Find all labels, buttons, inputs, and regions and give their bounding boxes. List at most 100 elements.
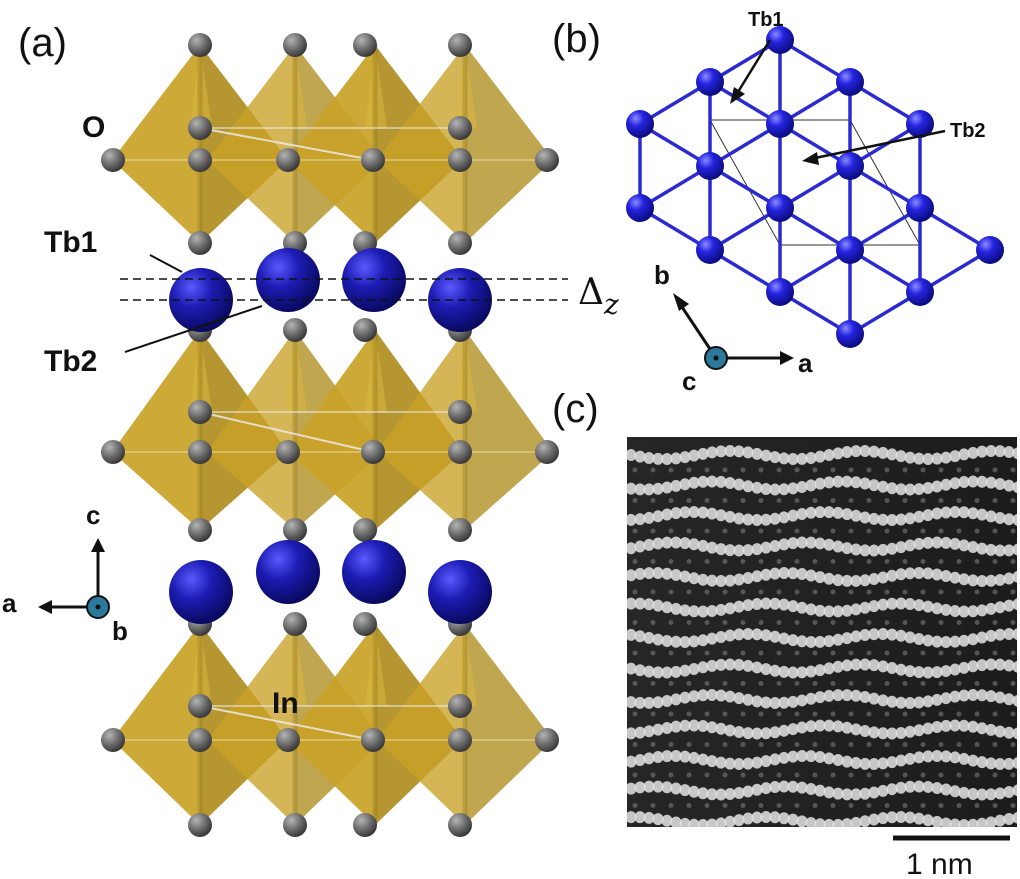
atom-column <box>670 479 682 492</box>
atom-column <box>778 751 790 764</box>
faint-column <box>848 772 854 778</box>
oxygen-atom <box>448 518 472 542</box>
atom-column <box>733 512 745 525</box>
faint-column <box>884 467 890 473</box>
octahedron-face <box>207 330 295 530</box>
faint-column <box>722 620 728 625</box>
atom-column <box>715 475 727 488</box>
atom-column <box>796 694 808 707</box>
atom-column <box>895 541 907 554</box>
atom-column <box>724 445 736 457</box>
faint-column <box>704 650 710 656</box>
atom-column <box>778 632 790 645</box>
octahedron-face <box>365 624 387 706</box>
atom-column <box>1012 694 1017 707</box>
faint-column <box>794 620 800 625</box>
atom-column <box>627 727 637 740</box>
atom-column <box>976 788 988 801</box>
faint-column <box>740 772 746 778</box>
atom-column <box>652 537 664 550</box>
atom-column <box>724 724 736 737</box>
a-axis-arrowhead-b <box>780 351 794 365</box>
atom-column <box>787 750 799 763</box>
oxygen-atom <box>283 318 307 342</box>
axes-indicator-a: c a b <box>2 500 128 646</box>
atom-column <box>931 815 943 827</box>
faint-column <box>866 650 872 656</box>
atom-column <box>643 511 655 524</box>
atom-column <box>796 568 808 581</box>
faint-column <box>669 834 674 839</box>
atom-column <box>805 635 817 648</box>
atom-column <box>841 574 853 587</box>
atom-column <box>796 481 808 494</box>
faint-column <box>938 559 944 564</box>
atom-column <box>967 633 979 646</box>
faint-column <box>704 772 710 778</box>
atom-column <box>841 604 853 617</box>
faint-column <box>704 681 710 686</box>
faint-column <box>974 467 980 473</box>
faint-column <box>723 834 728 839</box>
atom-column <box>823 719 835 732</box>
atom-column <box>778 538 790 551</box>
atom-column <box>760 541 772 554</box>
atom-column <box>715 543 727 556</box>
atom-column <box>895 726 907 739</box>
atom-column <box>706 755 718 768</box>
c-axis-arrowhead <box>91 538 105 552</box>
oxygen-atom <box>448 33 472 57</box>
atom-column <box>652 567 664 580</box>
faint-column <box>794 589 800 595</box>
atom-column <box>886 727 898 740</box>
atom-column <box>859 544 871 557</box>
atom-column <box>949 785 961 798</box>
faint-column <box>758 742 764 747</box>
oxygen-atom <box>448 728 472 752</box>
atom-column <box>643 483 655 496</box>
faint-column <box>776 681 782 686</box>
atom-column <box>796 721 808 734</box>
atom-column <box>697 720 709 733</box>
atom-column <box>940 569 952 582</box>
faint-column <box>758 528 764 534</box>
atom-column <box>904 539 916 552</box>
atom-column <box>769 726 781 739</box>
unit-cell-line <box>709 119 781 246</box>
atom-column <box>949 751 961 764</box>
atom-column <box>832 720 844 733</box>
faint-column <box>866 498 872 503</box>
faint-column <box>902 589 908 595</box>
atomic-rows <box>627 445 1017 839</box>
atom-column <box>1012 481 1017 494</box>
faint-column <box>884 589 890 595</box>
atom-column <box>868 544 880 557</box>
faint-column <box>740 620 746 625</box>
faint-column <box>884 559 890 564</box>
atom-column <box>627 482 637 495</box>
atom-column <box>814 571 826 584</box>
octahedron-face <box>465 330 553 530</box>
lattice-atom <box>696 152 724 180</box>
faint-column <box>632 650 638 656</box>
faint-column <box>956 803 962 808</box>
atom-column <box>778 598 790 611</box>
atom-column <box>859 511 871 524</box>
atom-column <box>976 604 988 617</box>
atom-column <box>627 696 637 709</box>
atom-column <box>634 450 646 463</box>
faint-column <box>830 803 836 808</box>
atom-column <box>661 567 673 580</box>
faint-column <box>956 711 962 717</box>
atom-column <box>652 510 664 523</box>
atom-column <box>742 727 754 740</box>
octahedra-edges <box>113 45 547 825</box>
atom-column <box>940 506 952 519</box>
atom-column <box>877 513 889 526</box>
atom-column <box>967 574 979 587</box>
atom-column <box>697 506 709 519</box>
atom-column <box>922 814 934 827</box>
atom-column <box>805 506 817 519</box>
atom-column <box>787 482 799 495</box>
atom-column <box>715 658 727 671</box>
